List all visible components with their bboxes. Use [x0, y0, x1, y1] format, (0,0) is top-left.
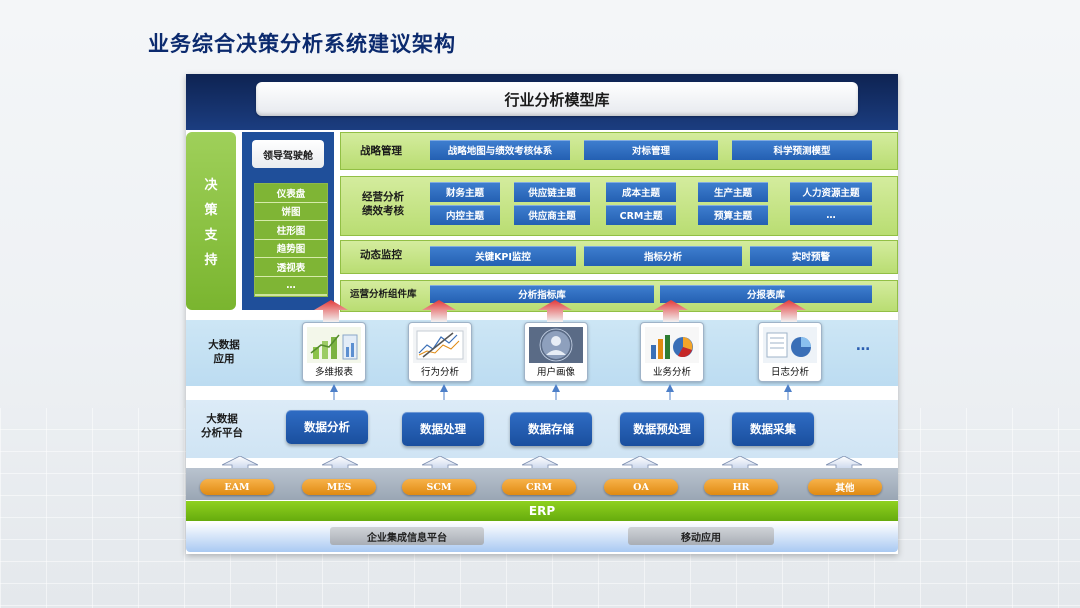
operations-item: 人力资源主题 — [790, 182, 872, 202]
monitoring-item: 指标分析 — [584, 246, 742, 266]
operations-label: 经营分析 绩效考核 — [362, 190, 404, 218]
business-chart-icon — [645, 327, 699, 363]
tile-label: 业务分析 — [641, 364, 703, 378]
cockpit-list: 仪表盘 饼图 柱形图 趋势图 透视表 … — [254, 183, 328, 297]
up-arrow-icon — [314, 300, 348, 322]
operations-item: … — [790, 205, 872, 225]
tile-label: 日志分析 — [759, 364, 821, 378]
strategy-label: 战略管理 — [360, 144, 402, 158]
cockpit-item: … — [255, 277, 327, 295]
decision-char: 支 — [204, 224, 217, 243]
app-tile-log-analysis[interactable]: 日志分析 — [758, 322, 822, 382]
operations-item: 预算主题 — [698, 205, 768, 225]
up-arrow-icon — [654, 300, 688, 322]
tile-label: 用户画像 — [525, 364, 587, 378]
system-chip-mes[interactable]: MES — [302, 479, 376, 495]
app-tile-business-analysis[interactable]: 业务分析 — [640, 322, 704, 382]
operations-item: 生产主题 — [698, 182, 768, 202]
system-chip-other[interactable]: 其他 — [808, 479, 882, 495]
platform-button-data-collection[interactable]: 数据采集 — [732, 412, 814, 446]
base-platform-band — [186, 522, 898, 552]
app-tile-user-portrait[interactable]: 用户画像 — [524, 322, 588, 382]
base-button-integration-platform[interactable]: 企业集成信息平台 — [330, 527, 484, 545]
cockpit-item: 饼图 — [255, 203, 327, 222]
more-apps-ellipsis: … — [856, 338, 870, 354]
platform-button-data-analysis[interactable]: 数据分析 — [286, 410, 368, 444]
strategy-item: 对标管理 — [584, 140, 718, 160]
bigdata-application-label: 大数据 应用 — [196, 338, 252, 366]
decision-char: 决 — [204, 174, 217, 193]
monitoring-item: 实时预警 — [750, 246, 872, 266]
up-arrow-icon — [538, 300, 572, 322]
operations-label-line: 经营分析 — [362, 190, 404, 204]
operations-item: 成本主题 — [606, 182, 676, 202]
band-label-line: 应用 — [196, 352, 252, 366]
up-arrow-icon — [772, 300, 806, 322]
tile-label: 行为分析 — [409, 364, 471, 378]
decision-char: 策 — [204, 199, 217, 218]
cockpit-item: 透视表 — [255, 258, 327, 277]
app-tile-multidimensional-report[interactable]: 多维报表 — [302, 322, 366, 382]
up-arrow-icon — [422, 300, 456, 322]
user-portrait-icon — [529, 327, 583, 363]
components-item: 分报表库 — [660, 285, 872, 303]
monitoring-label: 动态监控 — [360, 248, 402, 262]
bigdata-platform-label: 大数据 分析平台 — [192, 412, 252, 440]
band-label-line: 分析平台 — [192, 426, 252, 440]
band-label-line: 大数据 — [192, 412, 252, 426]
operations-item: 供应商主题 — [514, 205, 590, 225]
platform-button-data-processing[interactable]: 数据处理 — [402, 412, 484, 446]
system-chip-crm[interactable]: CRM — [502, 479, 576, 495]
decision-char: 持 — [204, 249, 217, 268]
operations-item: 内控主题 — [430, 205, 500, 225]
erp-bar: ERP — [186, 501, 898, 521]
system-chip-oa[interactable]: OA — [604, 479, 678, 495]
operations-item: 财务主题 — [430, 182, 500, 202]
operations-item: CRM主题 — [606, 205, 676, 225]
system-chip-scm[interactable]: SCM — [402, 479, 476, 495]
band-label-line: 大数据 — [196, 338, 252, 352]
strategy-item: 科学预测模型 — [732, 140, 872, 160]
base-button-mobile-app[interactable]: 移动应用 — [628, 527, 774, 545]
report-chart-icon — [307, 327, 361, 363]
strategy-item: 战略地图与绩效考核体系 — [430, 140, 570, 160]
log-analysis-icon — [763, 327, 817, 363]
tile-label: 多维报表 — [303, 364, 365, 378]
components-label: 运营分析组件库 — [350, 288, 417, 302]
page-title: 业务综合决策分析系统建议架构 — [148, 28, 456, 58]
platform-button-data-preprocessing[interactable]: 数据预处理 — [620, 412, 704, 446]
operations-item: 供应链主题 — [514, 182, 590, 202]
cockpit-item: 仪表盘 — [255, 184, 327, 203]
behavior-chart-icon — [413, 327, 467, 363]
app-tile-behavior-analysis[interactable]: 行为分析 — [408, 322, 472, 382]
system-chip-hr[interactable]: HR — [704, 479, 778, 495]
cockpit-title: 领导驾驶舱 — [252, 140, 324, 168]
operations-label-line: 绩效考核 — [362, 204, 404, 218]
platform-button-data-storage[interactable]: 数据存储 — [510, 412, 592, 446]
system-chip-eam[interactable]: EAM — [200, 479, 274, 495]
cockpit-item: 趋势图 — [255, 240, 327, 259]
decision-support-column: 决 策 支 持 — [186, 132, 236, 310]
model-library-label: 行业分析模型库 — [256, 82, 858, 116]
cockpit-item: 柱形图 — [255, 221, 327, 240]
monitoring-item: 关键KPI监控 — [430, 246, 576, 266]
